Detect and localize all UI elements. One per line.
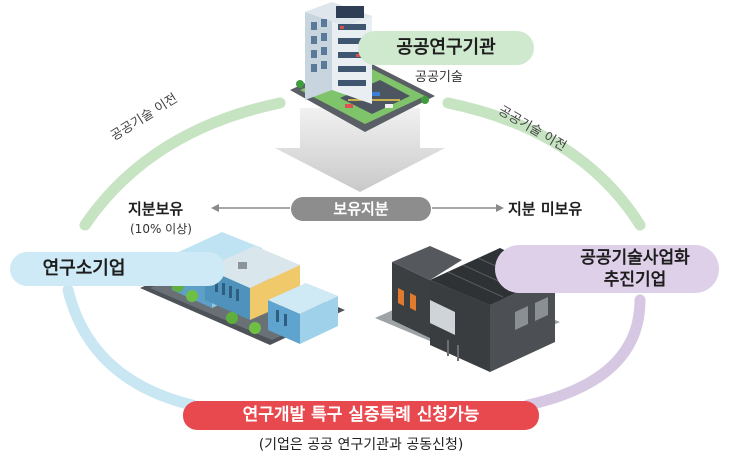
commercialization-company-pill — [495, 245, 719, 293]
holding-share-label: 보유지분 — [333, 200, 389, 218]
transfer-arrow-left — [79, 97, 286, 231]
research-institute-company-building-icon — [140, 232, 345, 345]
institution-pill — [358, 31, 534, 65]
flow-arrow-left-to-bottom — [62, 284, 198, 411]
institution-label: 공공연구기관 — [396, 37, 496, 58]
commercialization-company-building-icon — [375, 246, 560, 372]
special-zone-title: 연구개발 특구 실증특례 신청가능 — [242, 405, 480, 425]
commercialization-company-label-line1: 공공기술사업화 — [580, 248, 690, 268]
share-holding-title: 지분보유 — [128, 200, 184, 218]
down-arrow — [275, 108, 445, 192]
share-holding-note: (10% 이상) — [130, 222, 192, 236]
special-zone-banner — [183, 401, 539, 430]
research-company-label: 연구소기업 — [42, 258, 126, 279]
transfer-arrow-right — [442, 97, 646, 231]
no-share-title: 지분 미보유 — [508, 200, 583, 218]
special-zone-subtitle: (기업은 공공 연구기관과 공동신청) — [258, 437, 464, 453]
flow-arrow-right-to-bottom — [522, 294, 646, 411]
research-institution-building-icon — [290, 2, 435, 132]
public-tech-label: 공공기술 — [415, 70, 463, 85]
commercialization-company-label-line2: 추진기업 — [603, 270, 667, 290]
holding-share-badge — [291, 197, 431, 221]
research-company-pill — [10, 252, 225, 286]
